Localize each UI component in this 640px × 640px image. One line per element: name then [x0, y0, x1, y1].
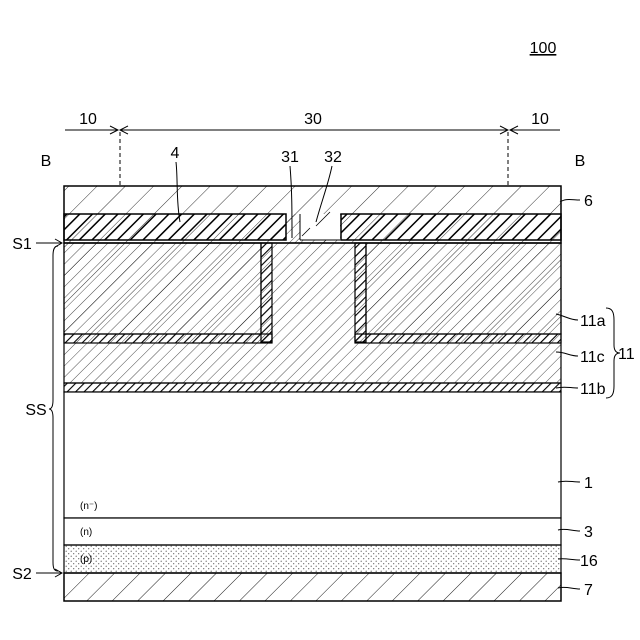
- part-label-11: 11: [618, 346, 635, 363]
- part-label-1: 1: [584, 475, 593, 492]
- part-label-11a: 11a: [580, 313, 606, 330]
- part-label-32: 32: [324, 149, 342, 166]
- part-label-31: 31: [281, 149, 299, 166]
- section-mark-left: B: [41, 153, 52, 170]
- part-label-4: 4: [171, 145, 180, 162]
- layer-16: [64, 545, 561, 573]
- layer-7: [64, 573, 561, 601]
- surface-label-s2: S2: [12, 566, 32, 583]
- part-label-6: 6: [584, 193, 593, 210]
- region-label-center: 30: [304, 111, 322, 128]
- layer-11a-right: [355, 243, 561, 343]
- region-dimension-lines: [65, 126, 560, 186]
- part-label-7: 7: [584, 582, 593, 599]
- layer-3: [64, 518, 561, 545]
- surface-label-s1: S1: [12, 236, 32, 253]
- doping-label-n: (n): [80, 527, 92, 538]
- doping-label-n-minus: (n⁻): [80, 501, 98, 512]
- part-label-3: 3: [584, 524, 593, 541]
- layer-11b: [64, 383, 561, 392]
- insulator-4-left: [64, 214, 286, 240]
- region-label-right: 10: [531, 111, 549, 128]
- insulator-4-right: [341, 214, 561, 240]
- surface-label-ss: SS: [25, 402, 46, 419]
- layer-11a-left: [64, 243, 272, 343]
- part-label-11b: 11b: [580, 381, 606, 398]
- part-label-11c: 11c: [580, 349, 605, 366]
- doping-label-p: (p): [80, 554, 92, 565]
- part-label-16: 16: [580, 553, 598, 570]
- layer-1: [64, 392, 561, 518]
- section-mark-right: B: [575, 153, 586, 170]
- figure-ref-number: 100: [530, 40, 557, 57]
- gap-32: [300, 214, 340, 240]
- region-label-left: 10: [79, 111, 97, 128]
